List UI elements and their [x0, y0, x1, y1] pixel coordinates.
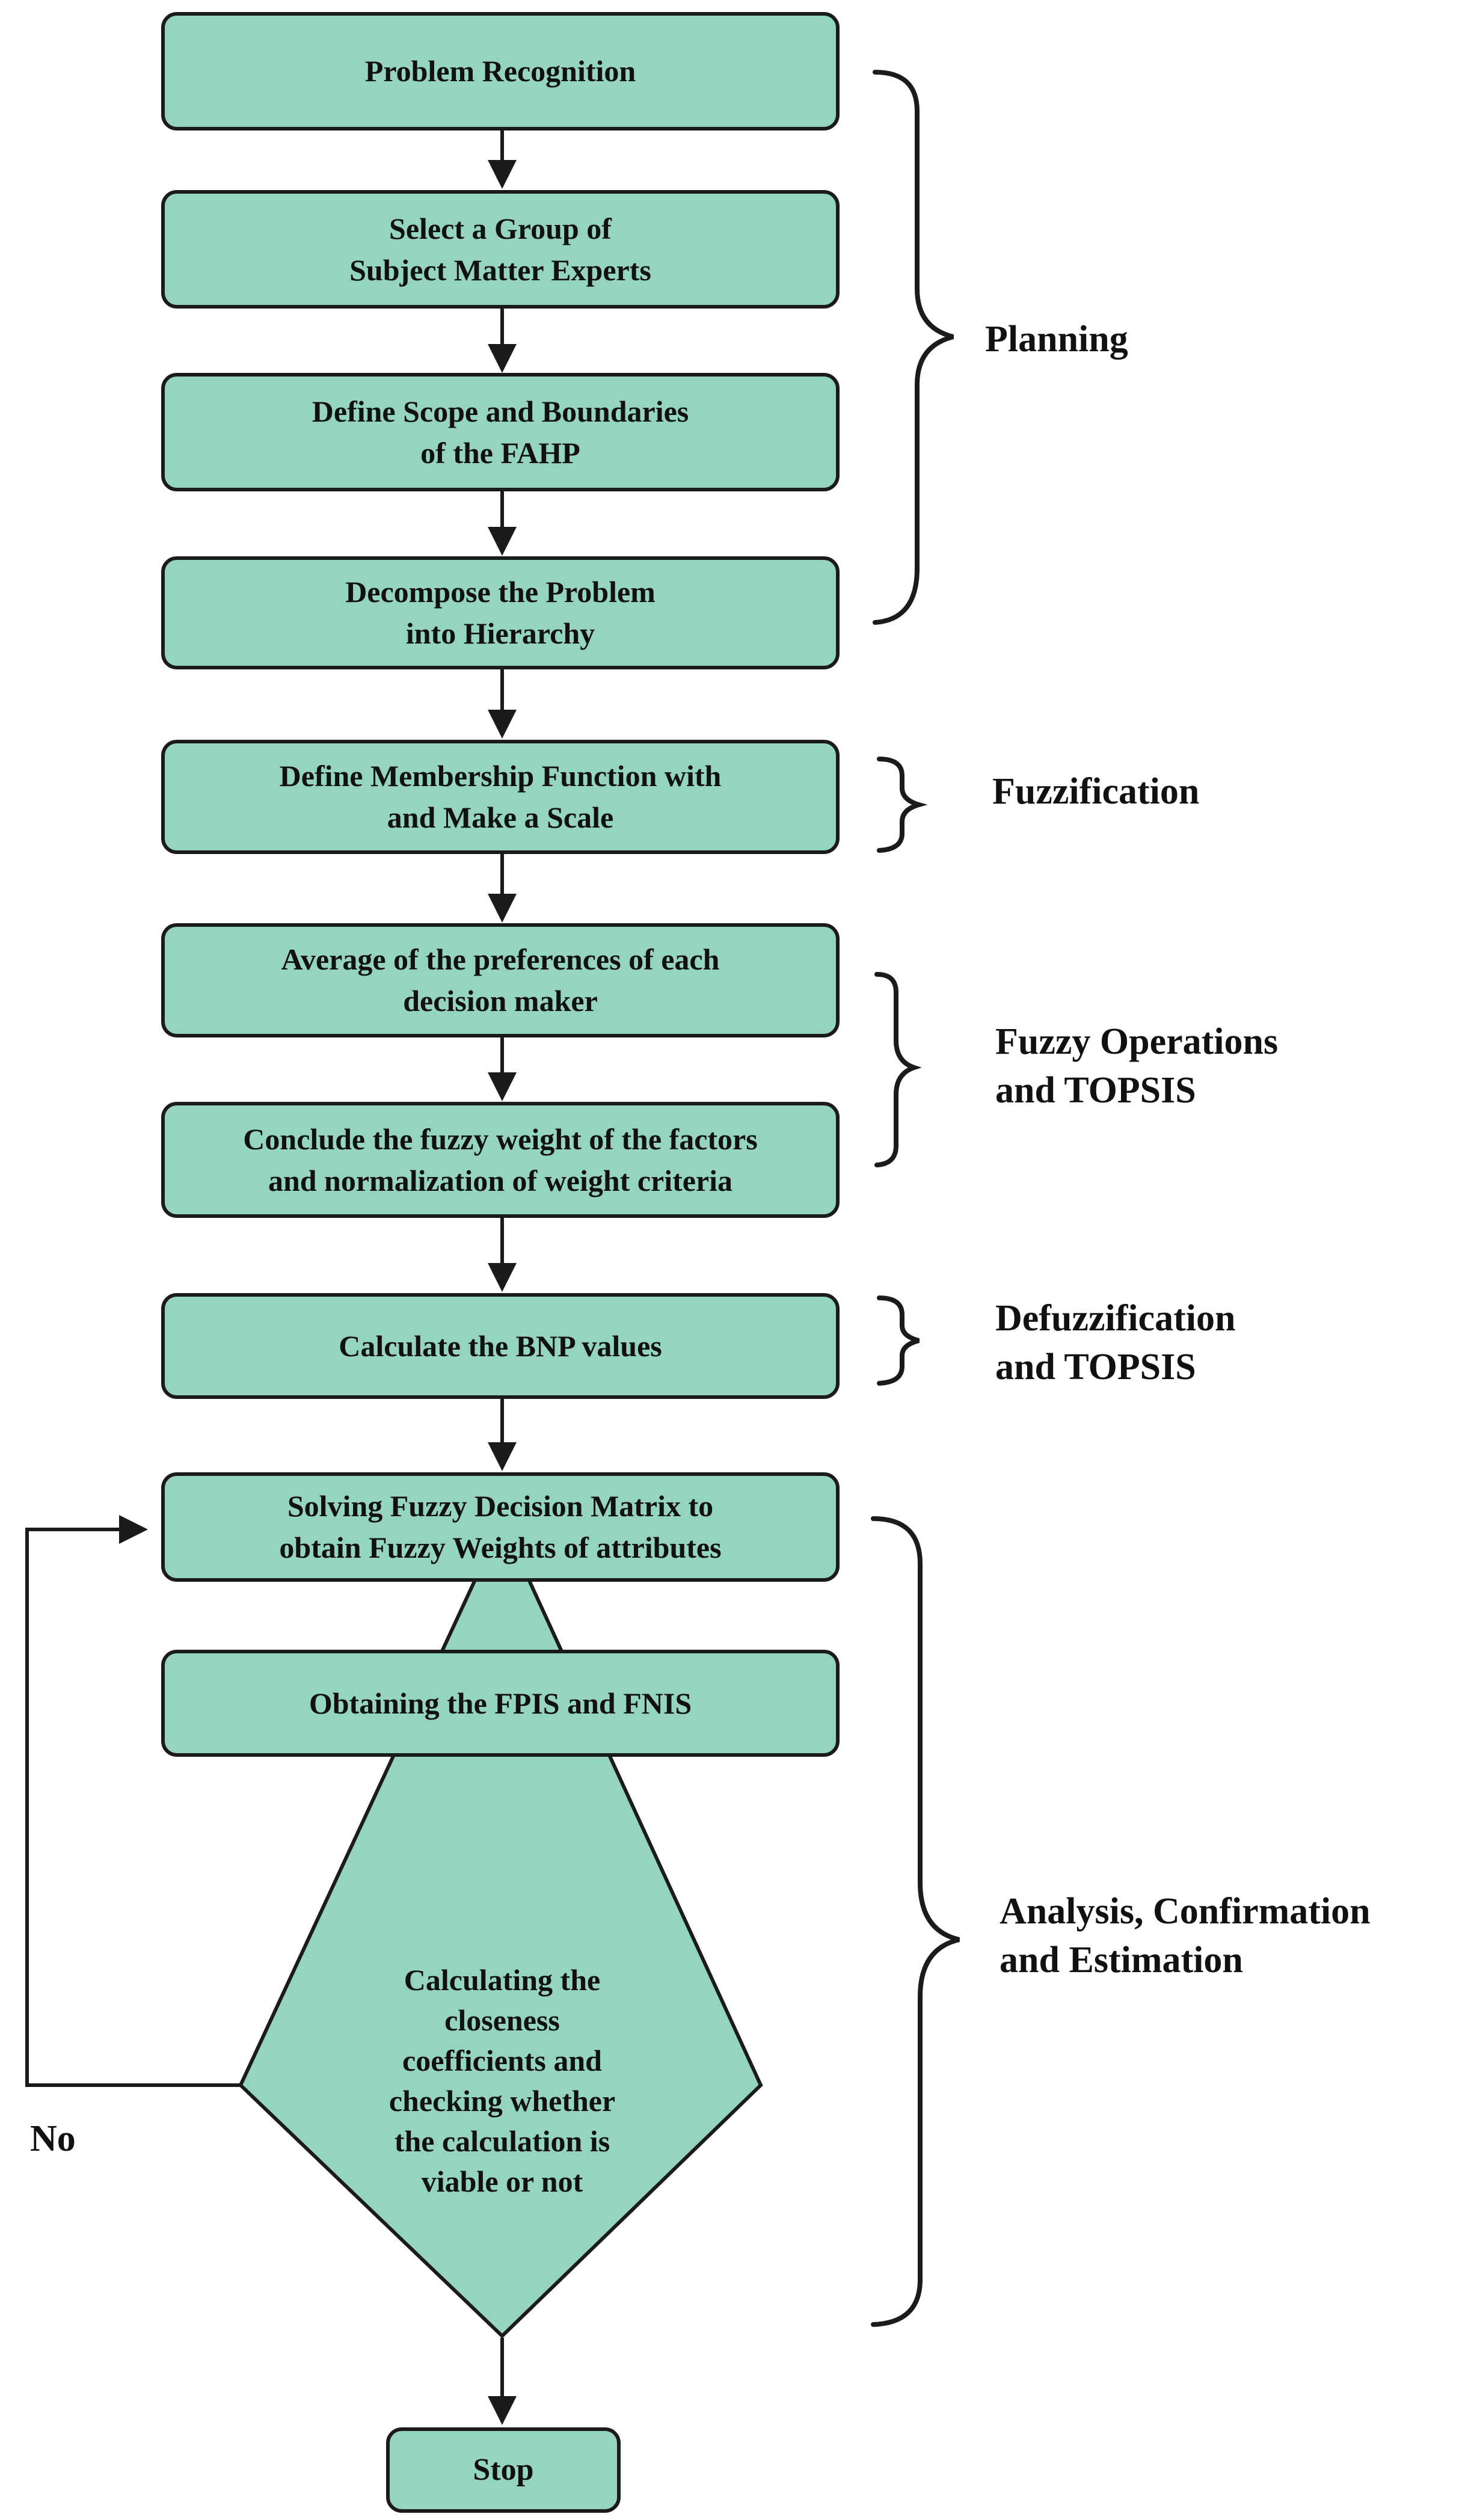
branch-no-label: No — [30, 2118, 76, 2159]
step-bnp: Calculate the BNP values — [161, 1293, 840, 1399]
step-select-experts: Select a Group of Subject Matter Experts — [161, 190, 840, 309]
step-stop: Stop — [386, 2427, 621, 2513]
phase-defuzz-label: Defuzzification and TOPSIS — [995, 1298, 1236, 1388]
step-conclude: Conclude the fuzzy weight of the factors… — [161, 1102, 840, 1218]
loop-back-line — [25, 1515, 241, 2087]
step-membership: Define Membership Function with and Make… — [161, 740, 840, 854]
step-define-scope: Define Scope and Boundaries of the FAHP — [161, 373, 840, 491]
brace-planning — [873, 70, 954, 625]
phase-fuzzification-label: Fuzzification — [992, 771, 1200, 812]
phase-fuzzy-ops-label: Fuzzy Operations and TOPSIS — [995, 1021, 1279, 1111]
brace-defuzz — [877, 1295, 920, 1386]
decision-diamond — [238, 1517, 763, 2339]
brace-analysis — [871, 1516, 960, 2327]
phase-analysis-label: Analysis, Confirmation and Estimation — [1000, 1891, 1371, 1981]
brace-fuzzy-ops — [874, 972, 922, 1167]
brace-fuzzification — [877, 757, 928, 853]
step-decompose: Decompose the Problem into Hierarchy — [161, 556, 840, 669]
phase-planning-label: Planning — [985, 319, 1128, 360]
decision-text: Calculating the closeness coefficients a… — [388, 1963, 616, 2198]
step-solving: Solving Fuzzy Decision Matrix to obtain … — [161, 1472, 840, 1582]
step-average: Average of the preferences of each decis… — [161, 923, 840, 1037]
step-problem-recognition: Problem Recognition — [161, 12, 840, 131]
step-fpis-fnis: Obtaining the FPIS and FNIS — [161, 1650, 840, 1757]
